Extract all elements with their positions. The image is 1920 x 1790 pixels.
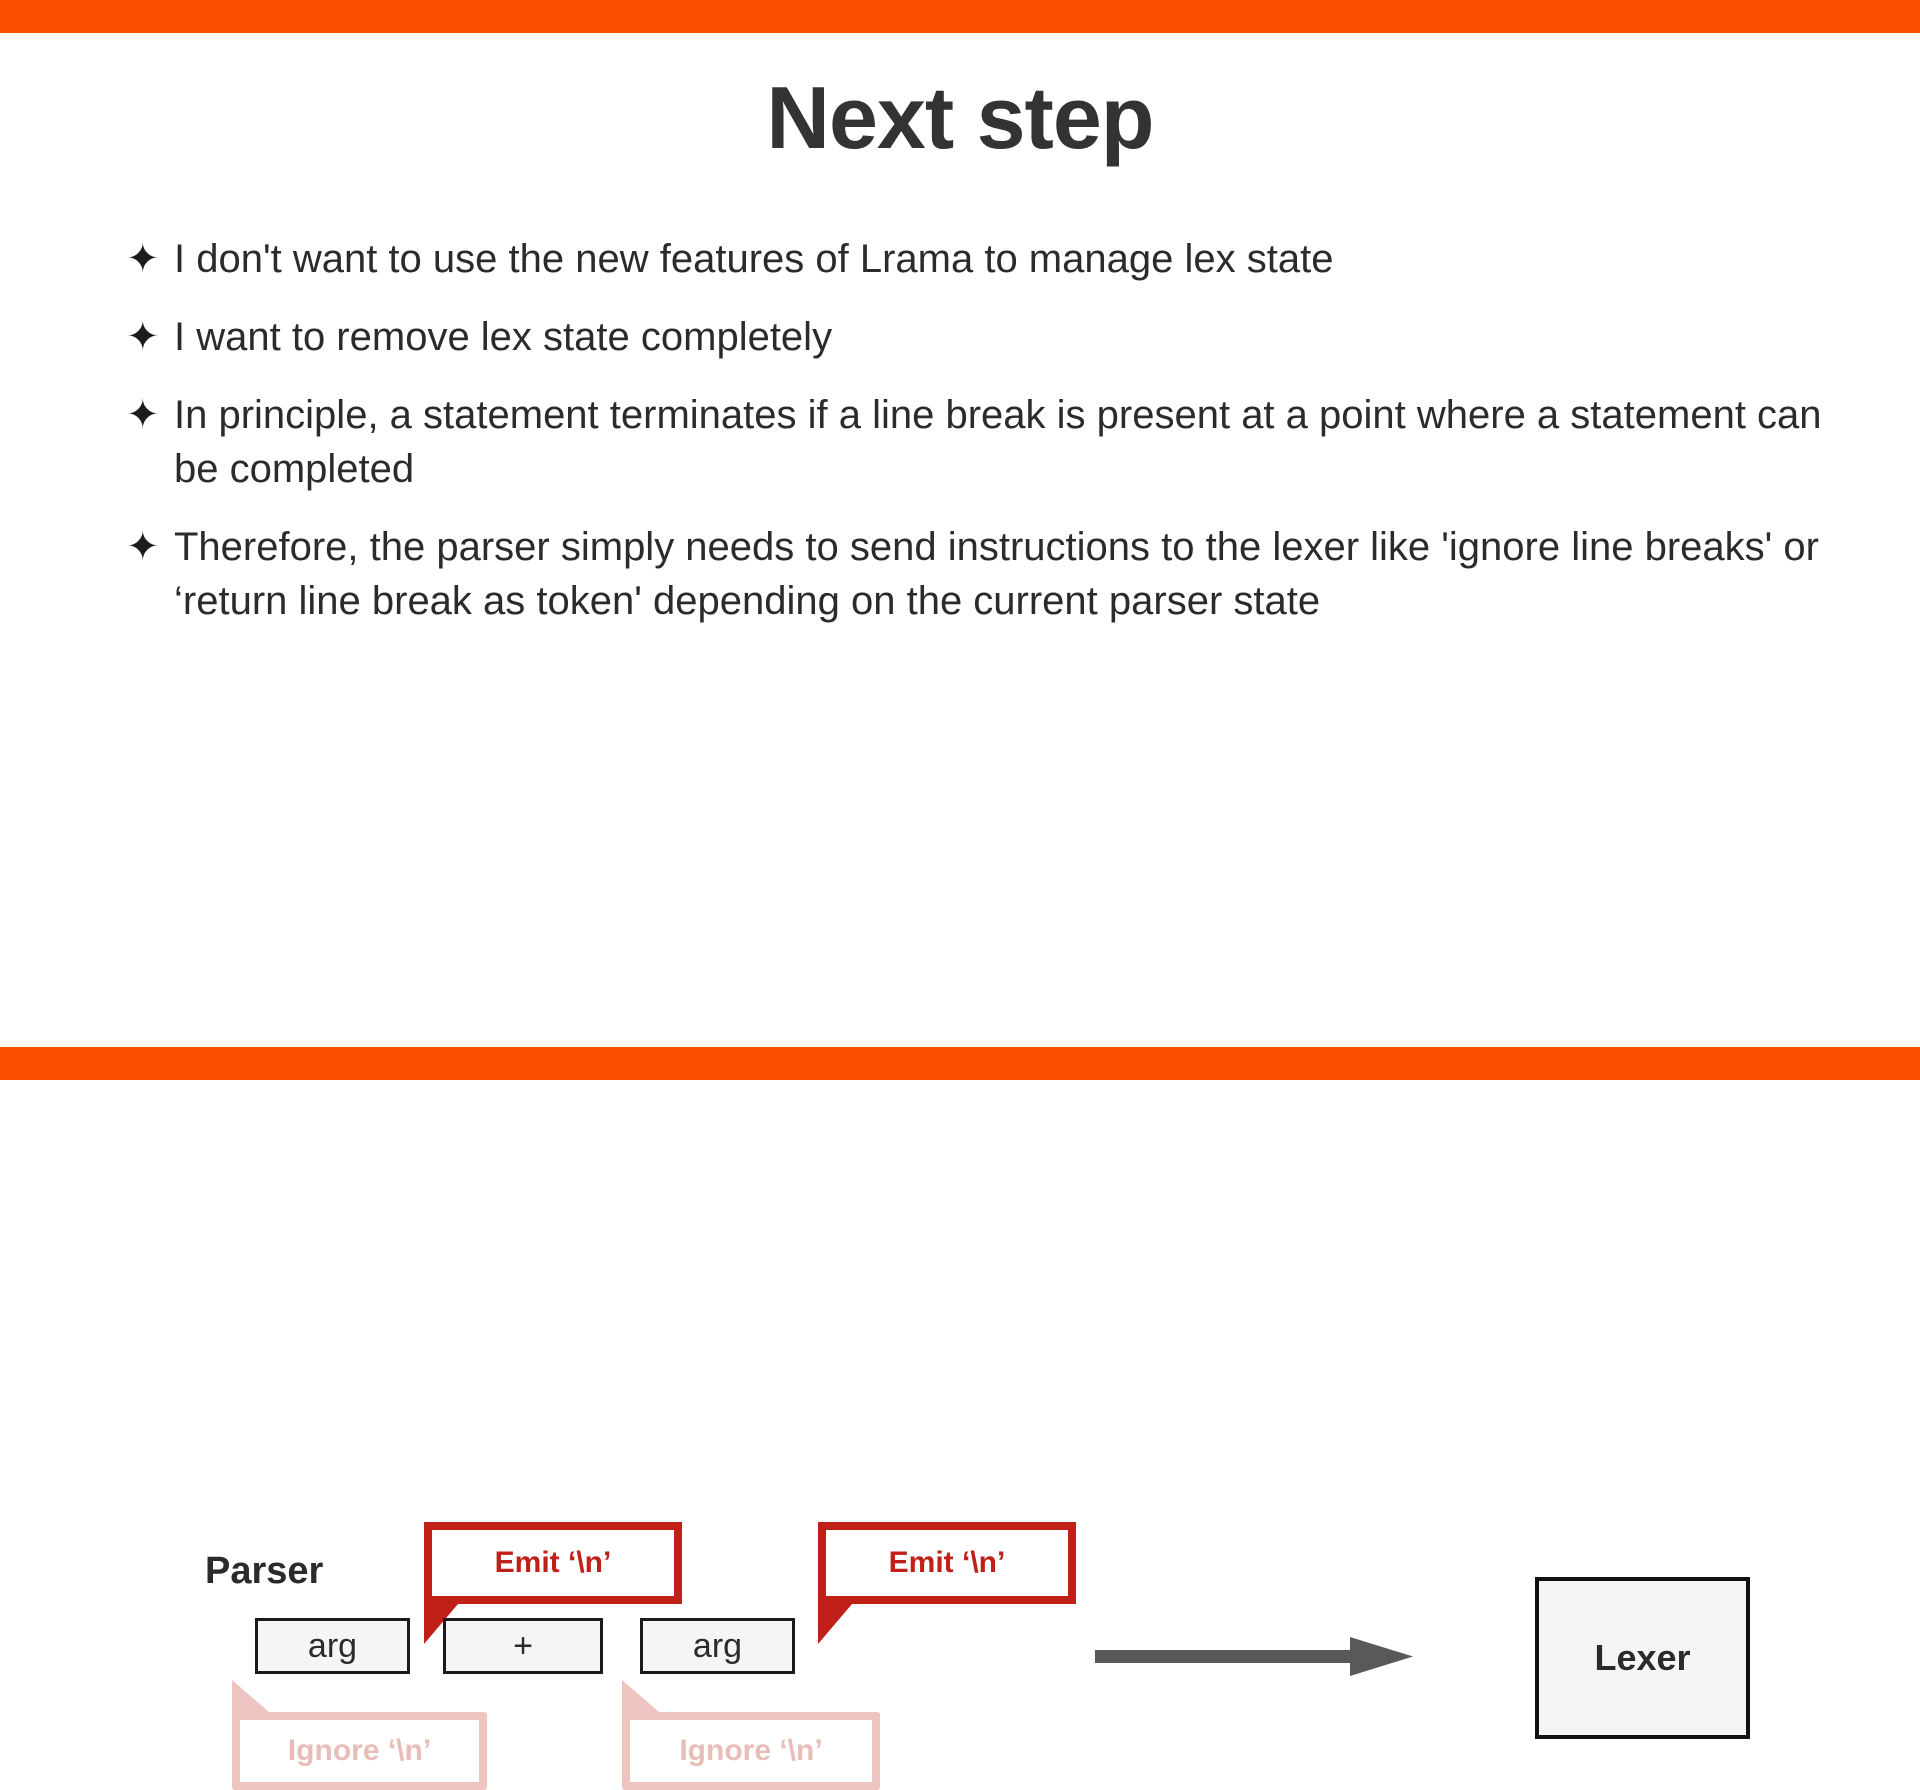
star-bullet-icon: ✦ bbox=[126, 525, 160, 569]
list-item-text: Therefore, the parser simply needs to se… bbox=[174, 525, 1819, 623]
star-bullet-icon: ✦ bbox=[126, 237, 160, 281]
emit-callout-1: Emit ‘\n’ bbox=[424, 1522, 682, 1604]
list-item-text: In principle, a statement terminates if … bbox=[174, 393, 1822, 491]
star-bullet-icon: ✦ bbox=[126, 393, 160, 437]
ignore-callout-2: Ignore ‘\n’ bbox=[622, 1712, 880, 1790]
lexer-label: Lexer bbox=[1594, 1637, 1691, 1678]
emit-callout-2: Emit ‘\n’ bbox=[818, 1522, 1076, 1604]
flow-arrow-right-icon bbox=[1095, 1635, 1425, 1679]
list-item-text: I don't want to use the new features of … bbox=[174, 237, 1334, 281]
token-box: arg bbox=[640, 1618, 795, 1674]
top-accent-bar bbox=[0, 0, 1920, 33]
list-item: ✦ I want to remove lex state completely bbox=[126, 310, 1826, 364]
token-label: arg bbox=[692, 1626, 743, 1665]
list-item: ✦ I don't want to use the new features o… bbox=[126, 232, 1826, 286]
token-box: arg bbox=[255, 1618, 410, 1674]
page-title: Next step bbox=[766, 68, 1154, 167]
ignore-callout-2-label: Ignore ‘\n’ bbox=[679, 1734, 823, 1767]
token-label: + bbox=[513, 1626, 533, 1665]
list-item-text: I want to remove lex state completely bbox=[174, 315, 833, 359]
emit-callout-1-label: Emit ‘\n’ bbox=[494, 1546, 612, 1579]
list-item: ✦ In principle, a statement terminates i… bbox=[126, 388, 1826, 496]
lexer-box: Lexer bbox=[1535, 1577, 1750, 1739]
emit-callout-2-label: Emit ‘\n’ bbox=[888, 1546, 1006, 1579]
token-label: arg bbox=[307, 1626, 358, 1665]
parser-label: Parser bbox=[205, 1550, 324, 1592]
star-bullet-icon: ✦ bbox=[126, 315, 160, 359]
ignore-callout-1: Ignore ‘\n’ bbox=[232, 1712, 487, 1790]
list-item: ✦ Therefore, the parser simply needs to … bbox=[126, 520, 1826, 628]
token-box: + bbox=[443, 1618, 603, 1674]
ignore-callout-1-label: Ignore ‘\n’ bbox=[287, 1734, 432, 1767]
parser-lexer-diagram: Parser Emit ‘\n’ Emit ‘\n’ arg + arg bbox=[0, 750, 1920, 1790]
bullet-list: ✦ I don't want to use the new features o… bbox=[126, 232, 1826, 652]
bottom-accent-bar bbox=[0, 1047, 1920, 1080]
